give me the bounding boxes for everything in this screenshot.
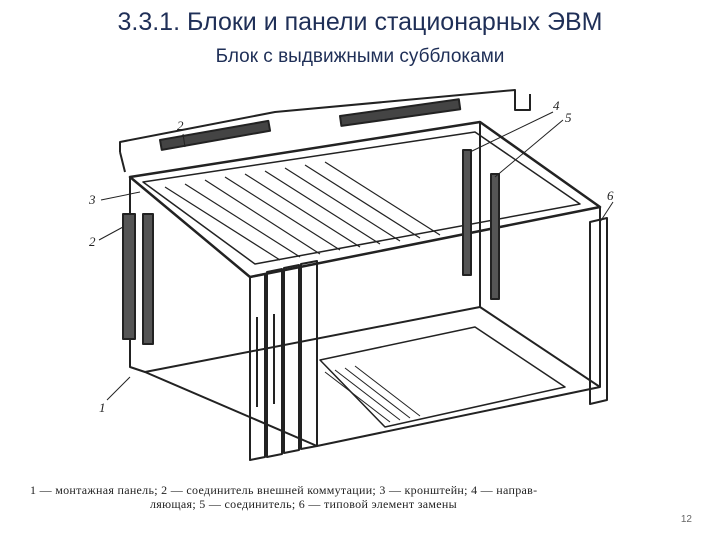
slide-in-subunits [249,260,318,461]
left-connector [122,213,136,340]
figure-caption: 1 — монтажная панель; 2 — соединитель вн… [30,483,690,511]
callout-3: 3 [88,192,96,207]
rack-unit-drawing: 2 3 2 1 4 5 6 [88,89,614,461]
page-number: 12 [680,514,692,525]
back-panel-outline [119,89,531,152]
top-frame [128,120,602,279]
back-connector-right [339,98,462,127]
slide-title: 3.3.1. Блоки и панели стационарных ЭВМ [117,8,603,36]
caption-line-2: ляющая; 5 — соединитель; 6 — типовой эле… [150,497,457,511]
top-guides [164,161,441,261]
caption-line-1: 1 — монтажная панель; 2 — соединитель вн… [30,483,538,497]
callout-5: 5 [565,110,572,125]
callout-2-top: 2 [177,118,184,133]
bottom-frame [144,306,601,447]
slide-subtitle: Блок с выдвижными субблоками [215,46,505,67]
callout-4: 4 [553,98,560,113]
rear-connector [462,149,472,276]
callout-6: 6 [607,188,614,203]
callout-2-left: 2 [89,234,96,249]
back-connector-left [159,119,272,151]
callout-1: 1 [99,400,106,415]
replaceable-element [589,217,608,405]
